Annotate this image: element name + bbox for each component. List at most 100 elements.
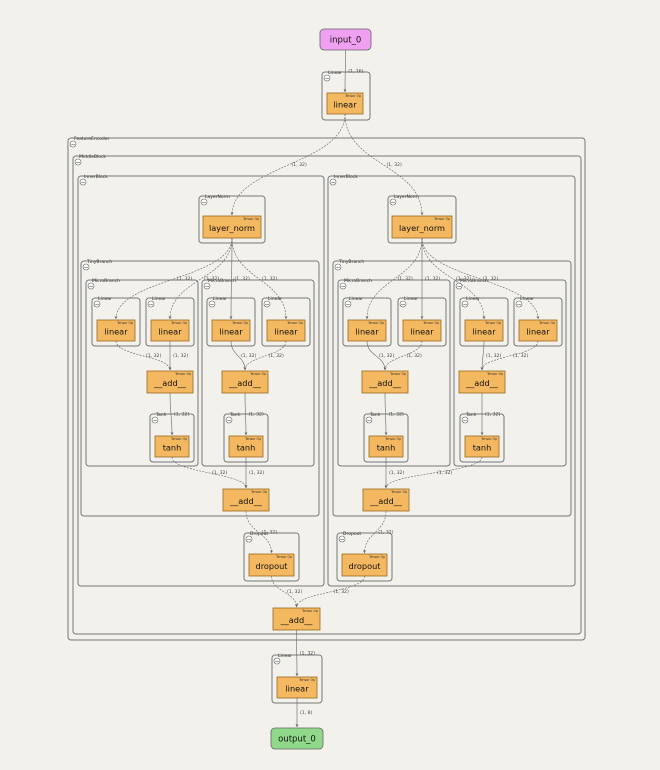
- toggle-circle[interactable]: [334, 263, 342, 271]
- toggle-symbol[interactable]: −: [330, 179, 335, 186]
- op-node-body[interactable]: [391, 215, 453, 239]
- collapse-toggle-icon[interactable]: −: [74, 158, 82, 166]
- collapse-toggle-icon[interactable]: −: [245, 535, 253, 543]
- op-node-body[interactable]: [202, 215, 262, 239]
- op-node-body[interactable]: [222, 488, 270, 512]
- toggle-symbol[interactable]: −: [390, 199, 395, 206]
- op-node-n_addR1[interactable]: Tensor Op__add__: [361, 370, 409, 394]
- toggle-circle[interactable]: [74, 158, 82, 166]
- toggle-circle[interactable]: [338, 535, 346, 543]
- op-node-body[interactable]: [154, 435, 190, 458]
- toggle-symbol[interactable]: −: [75, 159, 80, 166]
- op-node-body[interactable]: [266, 319, 306, 342]
- collapse-toggle-icon[interactable]: −: [79, 178, 87, 186]
- toggle-symbol[interactable]: −: [274, 658, 279, 665]
- toggle-circle[interactable]: [151, 416, 159, 424]
- toggle-circle[interactable]: [93, 300, 101, 308]
- op-node-n_addR3[interactable]: Tensor Op__add__: [362, 488, 410, 512]
- toggle-circle[interactable]: [69, 140, 77, 148]
- toggle-circle[interactable]: [82, 263, 90, 271]
- toggle-circle[interactable]: [461, 300, 469, 308]
- op-node-body[interactable]: [362, 488, 410, 512]
- op-node-body[interactable]: [96, 319, 136, 342]
- toggle-circle[interactable]: [263, 300, 271, 308]
- op-node-body[interactable]: [518, 319, 558, 342]
- collapse-toggle-icon[interactable]: −: [93, 300, 101, 308]
- op-node-body[interactable]: [464, 319, 504, 342]
- toggle-circle[interactable]: [339, 282, 347, 290]
- op-node-body[interactable]: [276, 676, 318, 699]
- op-node-n_addL1[interactable]: Tensor Op__add__: [146, 370, 194, 394]
- input-node[interactable]: input_0: [319, 28, 372, 51]
- toggle-circle[interactable]: [203, 282, 211, 290]
- toggle-symbol[interactable]: −: [264, 301, 269, 308]
- toggle-circle[interactable]: [399, 300, 407, 308]
- toggle-circle[interactable]: [208, 300, 216, 308]
- toggle-symbol[interactable]: −: [148, 301, 153, 308]
- collapse-toggle-icon[interactable]: −: [338, 535, 346, 543]
- toggle-symbol[interactable]: −: [88, 283, 93, 290]
- toggle-symbol[interactable]: −: [462, 417, 467, 424]
- toggle-symbol[interactable]: −: [335, 264, 340, 271]
- toggle-symbol[interactable]: −: [462, 301, 467, 308]
- op-node-body[interactable]: [228, 435, 264, 458]
- op-node-body[interactable]: [464, 435, 500, 458]
- op-node-n_addR2[interactable]: Tensor Op__add__: [458, 370, 506, 394]
- toggle-circle[interactable]: [389, 198, 397, 206]
- toggle-circle[interactable]: [329, 178, 337, 186]
- toggle-symbol[interactable]: −: [83, 264, 88, 271]
- op-node-body[interactable]: [341, 553, 388, 577]
- toggle-symbol[interactable]: −: [345, 301, 350, 308]
- op-node-body[interactable]: [150, 319, 190, 342]
- toggle-symbol[interactable]: −: [94, 301, 99, 308]
- op-node-body[interactable]: [146, 370, 194, 394]
- op-node-body[interactable]: [272, 607, 321, 631]
- collapse-toggle-icon[interactable]: −: [329, 178, 337, 186]
- toggle-circle[interactable]: [200, 198, 208, 206]
- collapse-toggle-icon[interactable]: −: [147, 300, 155, 308]
- toggle-symbol[interactable]: −: [201, 199, 206, 206]
- toggle-circle[interactable]: [147, 300, 155, 308]
- toggle-symbol[interactable]: −: [209, 301, 214, 308]
- toggle-symbol[interactable]: −: [339, 536, 344, 543]
- toggle-symbol[interactable]: −: [226, 417, 231, 424]
- toggle-circle[interactable]: [225, 416, 233, 424]
- collapse-toggle-icon[interactable]: −: [389, 198, 397, 206]
- toggle-symbol[interactable]: −: [324, 75, 329, 82]
- op-node-n_addL2[interactable]: Tensor Op__add__: [221, 370, 269, 394]
- op-node-body[interactable]: [368, 435, 404, 458]
- toggle-symbol[interactable]: −: [246, 536, 251, 543]
- collapse-toggle-icon[interactable]: −: [323, 74, 331, 82]
- toggle-symbol[interactable]: −: [152, 417, 157, 424]
- collapse-toggle-icon[interactable]: −: [273, 657, 281, 665]
- op-node-body[interactable]: [211, 319, 251, 342]
- output-node[interactable]: output_0: [270, 727, 324, 750]
- collapse-toggle-icon[interactable]: −: [69, 140, 77, 148]
- toggle-circle[interactable]: [365, 416, 373, 424]
- collapse-toggle-icon[interactable]: −: [225, 416, 233, 424]
- toggle-circle[interactable]: [87, 282, 95, 290]
- output-node-body[interactable]: [270, 727, 324, 750]
- toggle-circle[interactable]: [323, 74, 331, 82]
- toggle-circle[interactable]: [461, 416, 469, 424]
- toggle-symbol[interactable]: −: [456, 283, 461, 290]
- toggle-circle[interactable]: [344, 300, 352, 308]
- op-node-n_addL3[interactable]: Tensor Op__add__: [222, 488, 270, 512]
- op-node-n_add_final[interactable]: Tensor Op__add__: [272, 607, 321, 631]
- collapse-toggle-icon[interactable]: −: [461, 416, 469, 424]
- toggle-symbol[interactable]: −: [516, 301, 521, 308]
- op-node-body[interactable]: [221, 370, 269, 394]
